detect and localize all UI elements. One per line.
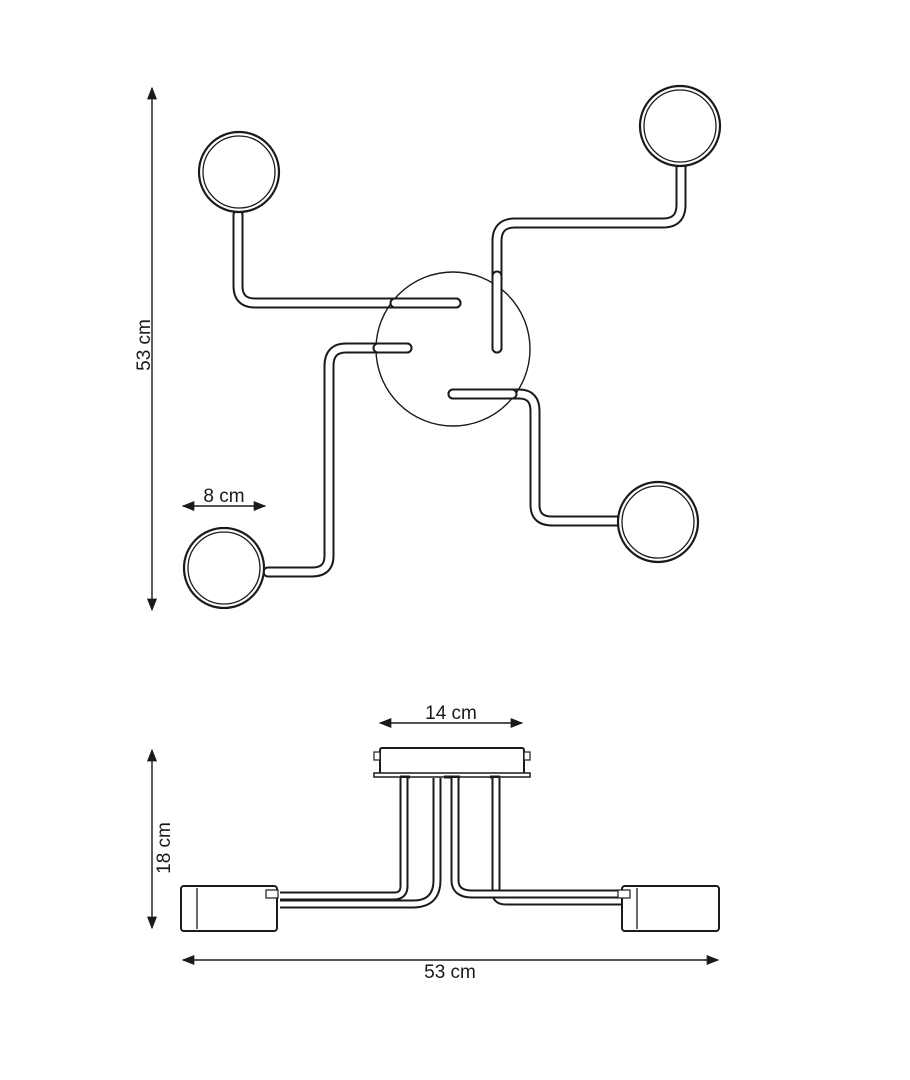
arm-ends-over-canopy [372,270,518,400]
arm-bottom-left [262,342,413,578]
side-shade-left [180,885,279,932]
shade-bottom-left [182,526,266,610]
top-view: 53 cm 8 cm [134,84,722,612]
side-shade-right [617,885,720,932]
side-height-label: 18 cm [154,822,175,874]
canopy-width-label: 14 cm [425,703,477,724]
side-width-dimension: 53 cm [181,954,720,983]
arms [232,159,687,578]
shade-bottom-right [616,480,700,564]
top-height-dimension: 53 cm [134,86,158,612]
top-height-label: 53 cm [134,319,155,371]
shade-top-left [197,130,281,214]
side-view: 14 cm 18 cm 53 cm [146,703,720,983]
side-stems [280,778,622,909]
side-canopy [373,747,531,779]
canopy-width-dimension: 14 cm [378,703,524,729]
side-width-label: 53 cm [424,962,476,983]
arm-top-left [232,209,462,309]
shade-width-dimension: 8 cm [181,486,267,512]
side-height-dimension: 18 cm [146,748,175,930]
shade-width-label: 8 cm [203,486,244,507]
shade-top-right [638,84,722,168]
